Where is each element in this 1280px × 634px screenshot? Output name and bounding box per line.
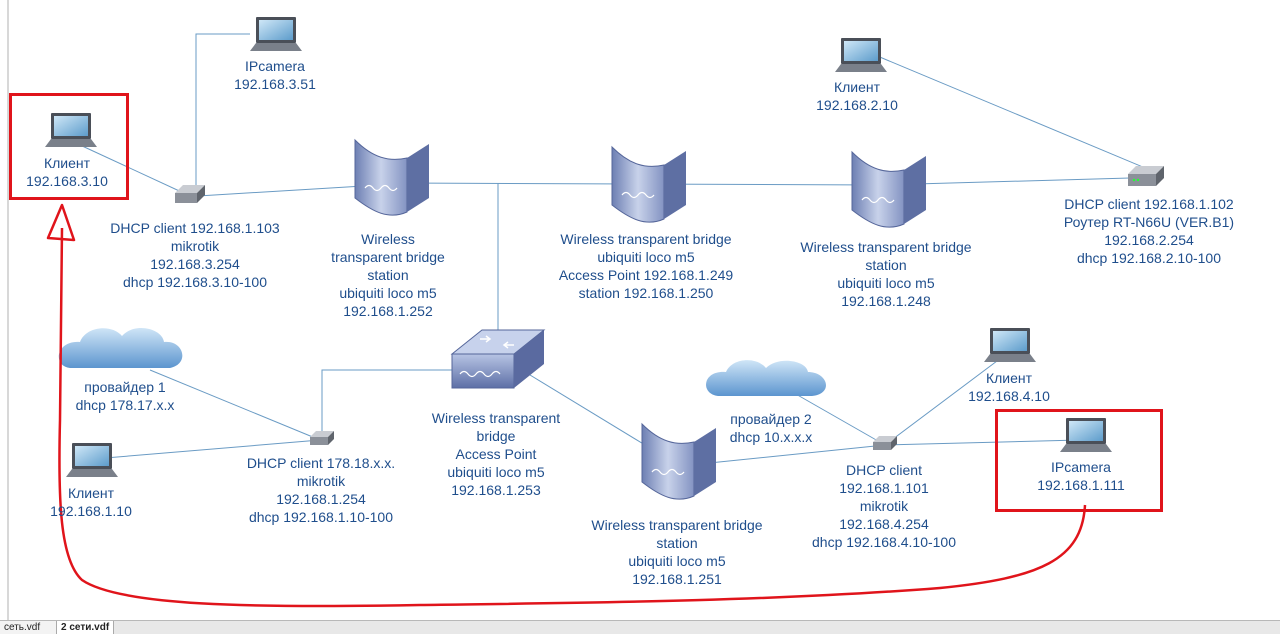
label-mikrotik-3: DHCP client 192.168.1.103 mikrotik 192.1… (110, 220, 280, 290)
label-client-1: Клиент 192.168.1.10 (50, 485, 132, 519)
label-mikrotik-4: DHCP client 192.168.1.101 mikrotik 192.1… (811, 462, 957, 550)
label-bridge-248: Wireless transparent bridge station ubiq… (800, 239, 972, 309)
label-ipcamera-3: IPcamera 192.168.3.51 (234, 58, 316, 92)
cloud-icon (58, 328, 826, 396)
label-provider-2: провайдер 2 dhcp 10.x.x.x (729, 411, 813, 445)
diagram-graphics (7, 0, 1164, 620)
label-ipcamera-1: IPcamera 192.168.1.111 (1037, 459, 1125, 493)
highlight-box-client (9, 93, 129, 200)
label-router-2: DHCP client 192.168.1.102 Роутер RT-N66U… (1063, 196, 1235, 266)
label-client-3: Клиент 192.168.3.10 (26, 155, 108, 189)
label-access-point-253: Wireless transparent bridge Access Point… (431, 410, 561, 498)
label-bridge-249: Wireless transparent bridge ubiquiti loc… (558, 231, 734, 301)
label-client-2: Клиент 192.168.2.10 (816, 79, 898, 113)
label-mikrotik-1: DHCP client 178.18.x.x. mikrotik 192.168… (246, 455, 396, 525)
sheet-tab-bar: сеть.vdf 2 сети.vdf (0, 620, 1280, 634)
wireless-bridge-icon (354, 138, 926, 500)
router-icon (175, 166, 1164, 450)
label-client-4: Клиент 192.168.4.10 (968, 370, 1050, 404)
label-bridge-252: Wireless transparent bridge station ubiq… (331, 231, 445, 319)
laptop-icon (45, 17, 1112, 477)
tab-two-networks[interactable]: 2 сети.vdf (57, 621, 115, 634)
label-bridge-251: Wireless transparent bridge station ubiq… (591, 517, 763, 587)
access-point-icon (450, 329, 546, 389)
network-diagram: IPcamera 192.168.3.51 Клиент 192.168.3.1… (7, 0, 1235, 620)
label-provider-1: провайдер 1 dhcp 178.17.x.x (75, 379, 175, 413)
red-arrow (46, 203, 1087, 608)
highlight-box-ipcamera (995, 409, 1163, 512)
tab-network[interactable]: сеть.vdf (0, 621, 57, 634)
